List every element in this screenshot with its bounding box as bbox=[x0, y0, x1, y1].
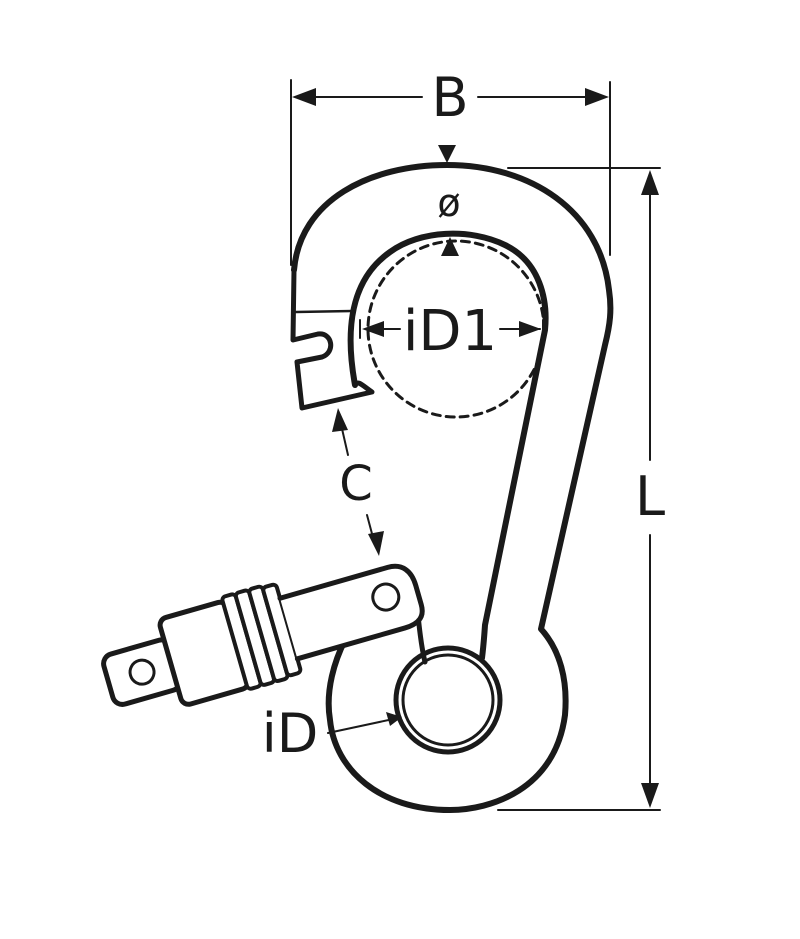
screw-gate bbox=[101, 563, 425, 707]
arrow-l-bottom bbox=[641, 783, 659, 808]
arrow-c-up bbox=[332, 408, 348, 432]
hook-inner-outline bbox=[347, 230, 549, 661]
dim-id-leader bbox=[327, 717, 399, 734]
hook-outer-outline bbox=[291, 162, 614, 813]
label-c: C bbox=[339, 456, 373, 512]
arrow-dia-bottom bbox=[441, 237, 459, 256]
hook-nose-notch bbox=[290, 267, 375, 411]
label-diameter: ø bbox=[437, 181, 460, 225]
arrow-b-right bbox=[585, 88, 609, 106]
arrow-dia-top bbox=[438, 145, 456, 163]
arrow-id1-right bbox=[519, 321, 541, 337]
arrow-id1-left bbox=[362, 321, 384, 337]
label-id1: iD1 bbox=[403, 299, 497, 364]
gate-ring-4 bbox=[261, 582, 303, 678]
label-id: iD bbox=[262, 702, 319, 765]
gate-right-hole bbox=[371, 582, 401, 612]
label-b: B bbox=[431, 66, 468, 129]
gate-left-hole bbox=[128, 658, 156, 686]
label-l: L bbox=[635, 465, 665, 528]
bottom-eye-inner bbox=[401, 653, 495, 747]
arrow-l-top bbox=[641, 170, 659, 195]
gate-right-arm bbox=[277, 563, 425, 662]
arrow-c-down bbox=[368, 531, 384, 556]
arrow-id bbox=[386, 712, 402, 726]
nose-line bbox=[294, 309, 354, 314]
bottom-eye-outer bbox=[393, 645, 503, 755]
arrow-b-left bbox=[292, 88, 316, 106]
